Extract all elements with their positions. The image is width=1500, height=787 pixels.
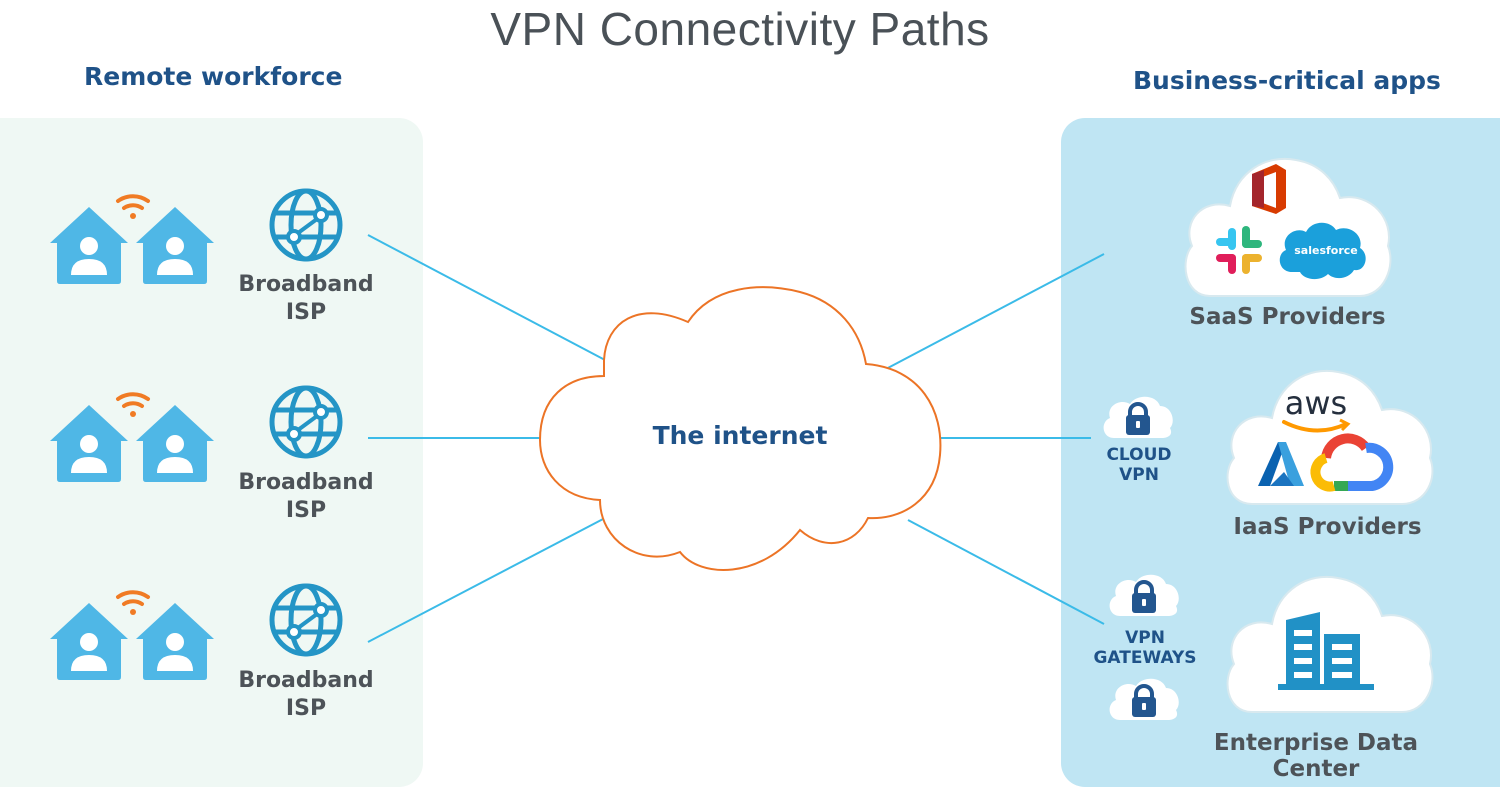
internet-label: The internet bbox=[652, 421, 828, 450]
remote-worker-row-1 bbox=[48, 185, 218, 285]
cloud-vpn-label-line1: CLOUD bbox=[1106, 445, 1172, 465]
iaas-providers-label: IaaS Providers bbox=[1233, 514, 1422, 540]
globe-network-icon bbox=[269, 385, 343, 459]
office-building-icon bbox=[1278, 612, 1374, 690]
isp-label-3: Broadband ISP bbox=[226, 667, 386, 723]
vpn-gateways-label-line1: VPN bbox=[1125, 628, 1165, 648]
isp-label-line1: Broadband bbox=[238, 470, 374, 495]
globe-network-icon bbox=[269, 583, 343, 657]
google-cloud-logo bbox=[1310, 433, 1394, 492]
connector-line-isp3 bbox=[367, 517, 606, 643]
saas-cloud: salesforce bbox=[1184, 157, 1392, 297]
isp-label-line2: ISP bbox=[285, 498, 327, 523]
wifi-icon bbox=[116, 392, 150, 417]
isp-label-2: Broadband ISP bbox=[226, 469, 386, 525]
vpn-gateways-label: VPN GATEWAYS bbox=[1086, 628, 1204, 668]
azure-logo bbox=[1258, 442, 1304, 486]
remote-worker-row-2 bbox=[48, 383, 218, 483]
wifi-icon bbox=[116, 194, 150, 219]
microsoft-office-logo bbox=[1252, 164, 1286, 214]
iaas-cloud: aws bbox=[1226, 369, 1434, 505]
homes-with-wifi-icon bbox=[50, 392, 214, 482]
connector-line-isp1 bbox=[367, 234, 606, 361]
homes-with-wifi-icon bbox=[50, 590, 214, 680]
enterprise-data-center-label: Enterprise Data Center bbox=[1213, 730, 1419, 782]
isp-label-line2: ISP bbox=[285, 300, 327, 325]
vpn-gateway-lock-icon-bottom bbox=[1109, 678, 1179, 720]
home-user-icon bbox=[50, 603, 128, 680]
connector-line-saas bbox=[883, 253, 1105, 371]
cloud-vpn-label: CLOUD VPN bbox=[1086, 445, 1192, 485]
wifi-icon bbox=[116, 590, 150, 615]
home-user-icon bbox=[50, 405, 128, 482]
internet-cloud-icon bbox=[538, 286, 942, 571]
enterprise-data-center-cloud bbox=[1226, 575, 1434, 713]
remote-workforce-heading: Remote workforce bbox=[84, 62, 343, 91]
saas-providers-label: SaaS Providers bbox=[1189, 304, 1386, 330]
cloud-vpn-lock-icon bbox=[1103, 396, 1173, 438]
aws-logo-text: aws bbox=[1285, 384, 1347, 422]
home-user-icon bbox=[136, 405, 214, 482]
globe-network-icon bbox=[269, 188, 343, 262]
homes-with-wifi-icon bbox=[50, 194, 214, 284]
salesforce-logo-text: salesforce bbox=[1294, 244, 1358, 257]
isp-label-1: Broadband ISP bbox=[226, 271, 386, 327]
isp-label-line1: Broadband bbox=[238, 272, 374, 297]
home-user-icon bbox=[136, 207, 214, 284]
home-user-icon bbox=[50, 207, 128, 284]
salesforce-logo: salesforce bbox=[1279, 222, 1366, 280]
vpn-gateways-label-line2: GATEWAYS bbox=[1093, 648, 1197, 668]
isp-label-line2: ISP bbox=[285, 696, 327, 721]
connector-line-vpn-gateways bbox=[907, 519, 1105, 625]
home-user-icon bbox=[136, 603, 214, 680]
aws-logo: aws bbox=[1282, 384, 1351, 433]
remote-worker-row-3 bbox=[48, 581, 218, 681]
cloud-vpn-label-line2: VPN bbox=[1119, 465, 1159, 485]
isp-label-line1: Broadband bbox=[238, 668, 374, 693]
vpn-gateway-lock-icon-top bbox=[1109, 574, 1179, 616]
slack-logo bbox=[1216, 226, 1262, 274]
business-apps-heading: Business-critical apps bbox=[1133, 66, 1441, 95]
diagram-title: VPN Connectivity Paths bbox=[490, 3, 990, 55]
